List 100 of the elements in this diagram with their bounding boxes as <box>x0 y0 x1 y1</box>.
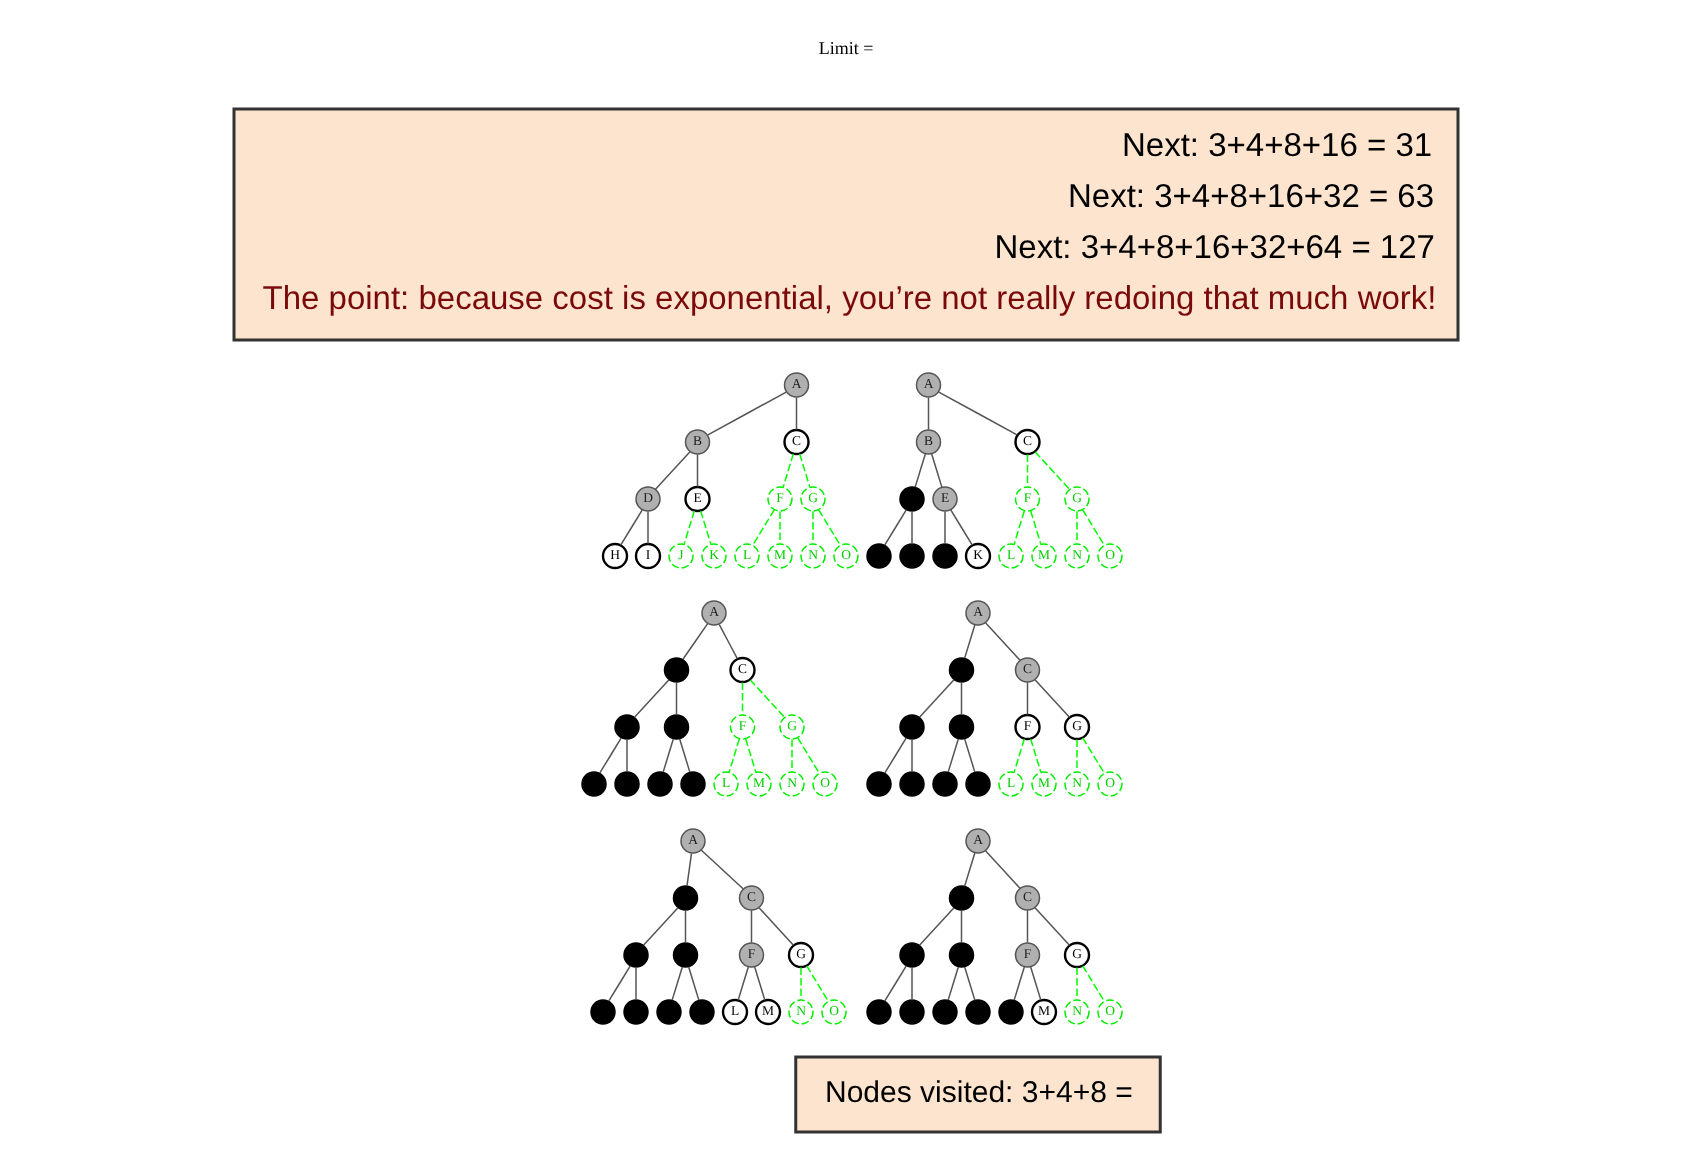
node-circle <box>932 771 958 797</box>
connector <box>937 391 1018 436</box>
node-circle <box>899 942 925 968</box>
node-circle <box>647 771 673 797</box>
connector <box>1013 738 1026 773</box>
connector <box>791 738 793 773</box>
connector <box>950 509 974 546</box>
node-circle <box>656 999 682 1025</box>
connector <box>1013 966 1026 1001</box>
connector <box>1026 681 1029 716</box>
connector <box>795 396 798 431</box>
connector <box>1082 509 1106 546</box>
connector <box>744 738 757 773</box>
connector <box>607 965 631 1002</box>
connector <box>619 509 643 546</box>
node-circle <box>672 885 699 911</box>
connector <box>686 852 693 887</box>
connector <box>635 966 637 1001</box>
node-circle <box>948 657 975 683</box>
connector <box>741 681 744 716</box>
connector <box>800 966 802 1001</box>
node-circle <box>581 771 607 797</box>
connector <box>812 510 814 545</box>
node-circle <box>689 999 715 1025</box>
node-circle <box>663 657 690 683</box>
connector <box>683 510 696 545</box>
node-circle <box>590 999 616 1025</box>
connector <box>963 738 976 773</box>
connector <box>1026 909 1029 944</box>
connector <box>751 509 775 546</box>
connector <box>687 966 700 1001</box>
connector <box>1034 679 1071 719</box>
node-circle <box>932 999 958 1025</box>
connector <box>911 966 913 1001</box>
connector <box>700 849 744 890</box>
connector <box>737 966 750 1001</box>
connector <box>626 738 628 773</box>
connector <box>1082 737 1106 774</box>
connector <box>1029 966 1042 1001</box>
connector <box>642 907 679 947</box>
connector <box>1076 738 1078 773</box>
node-circle <box>866 771 892 797</box>
node-circle <box>899 999 925 1025</box>
node-circle <box>965 771 991 797</box>
node-box: Nodes visited: 3+4+8 = <box>794 1055 1162 1134</box>
connector <box>758 907 795 947</box>
node-circle <box>614 771 640 797</box>
connector <box>598 737 622 774</box>
connector <box>782 453 795 488</box>
node-circle <box>866 999 892 1025</box>
node-circle <box>948 885 975 911</box>
connector <box>750 909 753 944</box>
connector <box>654 451 691 491</box>
connector <box>684 909 687 944</box>
connector <box>985 850 1021 890</box>
connector <box>1026 453 1029 488</box>
connector <box>699 510 712 545</box>
connector <box>947 738 960 773</box>
node-circle <box>899 714 925 740</box>
connector <box>806 965 830 1002</box>
node-circle <box>948 714 975 740</box>
node-circle <box>899 543 925 569</box>
label: Limit = <box>818 37 874 58</box>
connector <box>1034 451 1071 491</box>
connector <box>818 509 842 546</box>
node-circle <box>899 486 925 512</box>
node-circle <box>623 999 649 1025</box>
connector <box>753 966 766 1001</box>
connector <box>749 679 786 719</box>
node-circle <box>866 543 892 569</box>
connector <box>797 737 821 774</box>
connector <box>963 852 976 887</box>
connector <box>927 396 930 431</box>
connector <box>707 391 788 436</box>
node-circle <box>672 942 699 968</box>
connector <box>1013 510 1026 545</box>
connector <box>883 965 907 1002</box>
connector <box>911 738 913 773</box>
connector <box>671 966 684 1001</box>
connector <box>779 510 781 545</box>
connector <box>960 681 963 716</box>
connector <box>944 510 946 545</box>
connector <box>930 453 943 488</box>
node-circle <box>965 999 991 1025</box>
connector <box>696 453 699 488</box>
connector <box>1076 510 1078 545</box>
connector <box>918 679 955 719</box>
node-circle <box>663 714 690 740</box>
connector <box>1029 738 1042 773</box>
connector <box>963 624 976 659</box>
connector <box>718 623 739 660</box>
connector <box>675 681 678 716</box>
connector <box>678 738 691 773</box>
connector <box>985 622 1021 662</box>
connector <box>1082 965 1106 1002</box>
node-circle <box>899 771 925 797</box>
connector <box>914 453 927 488</box>
connector <box>947 966 960 1001</box>
connector <box>963 966 976 1001</box>
connector <box>1029 510 1042 545</box>
